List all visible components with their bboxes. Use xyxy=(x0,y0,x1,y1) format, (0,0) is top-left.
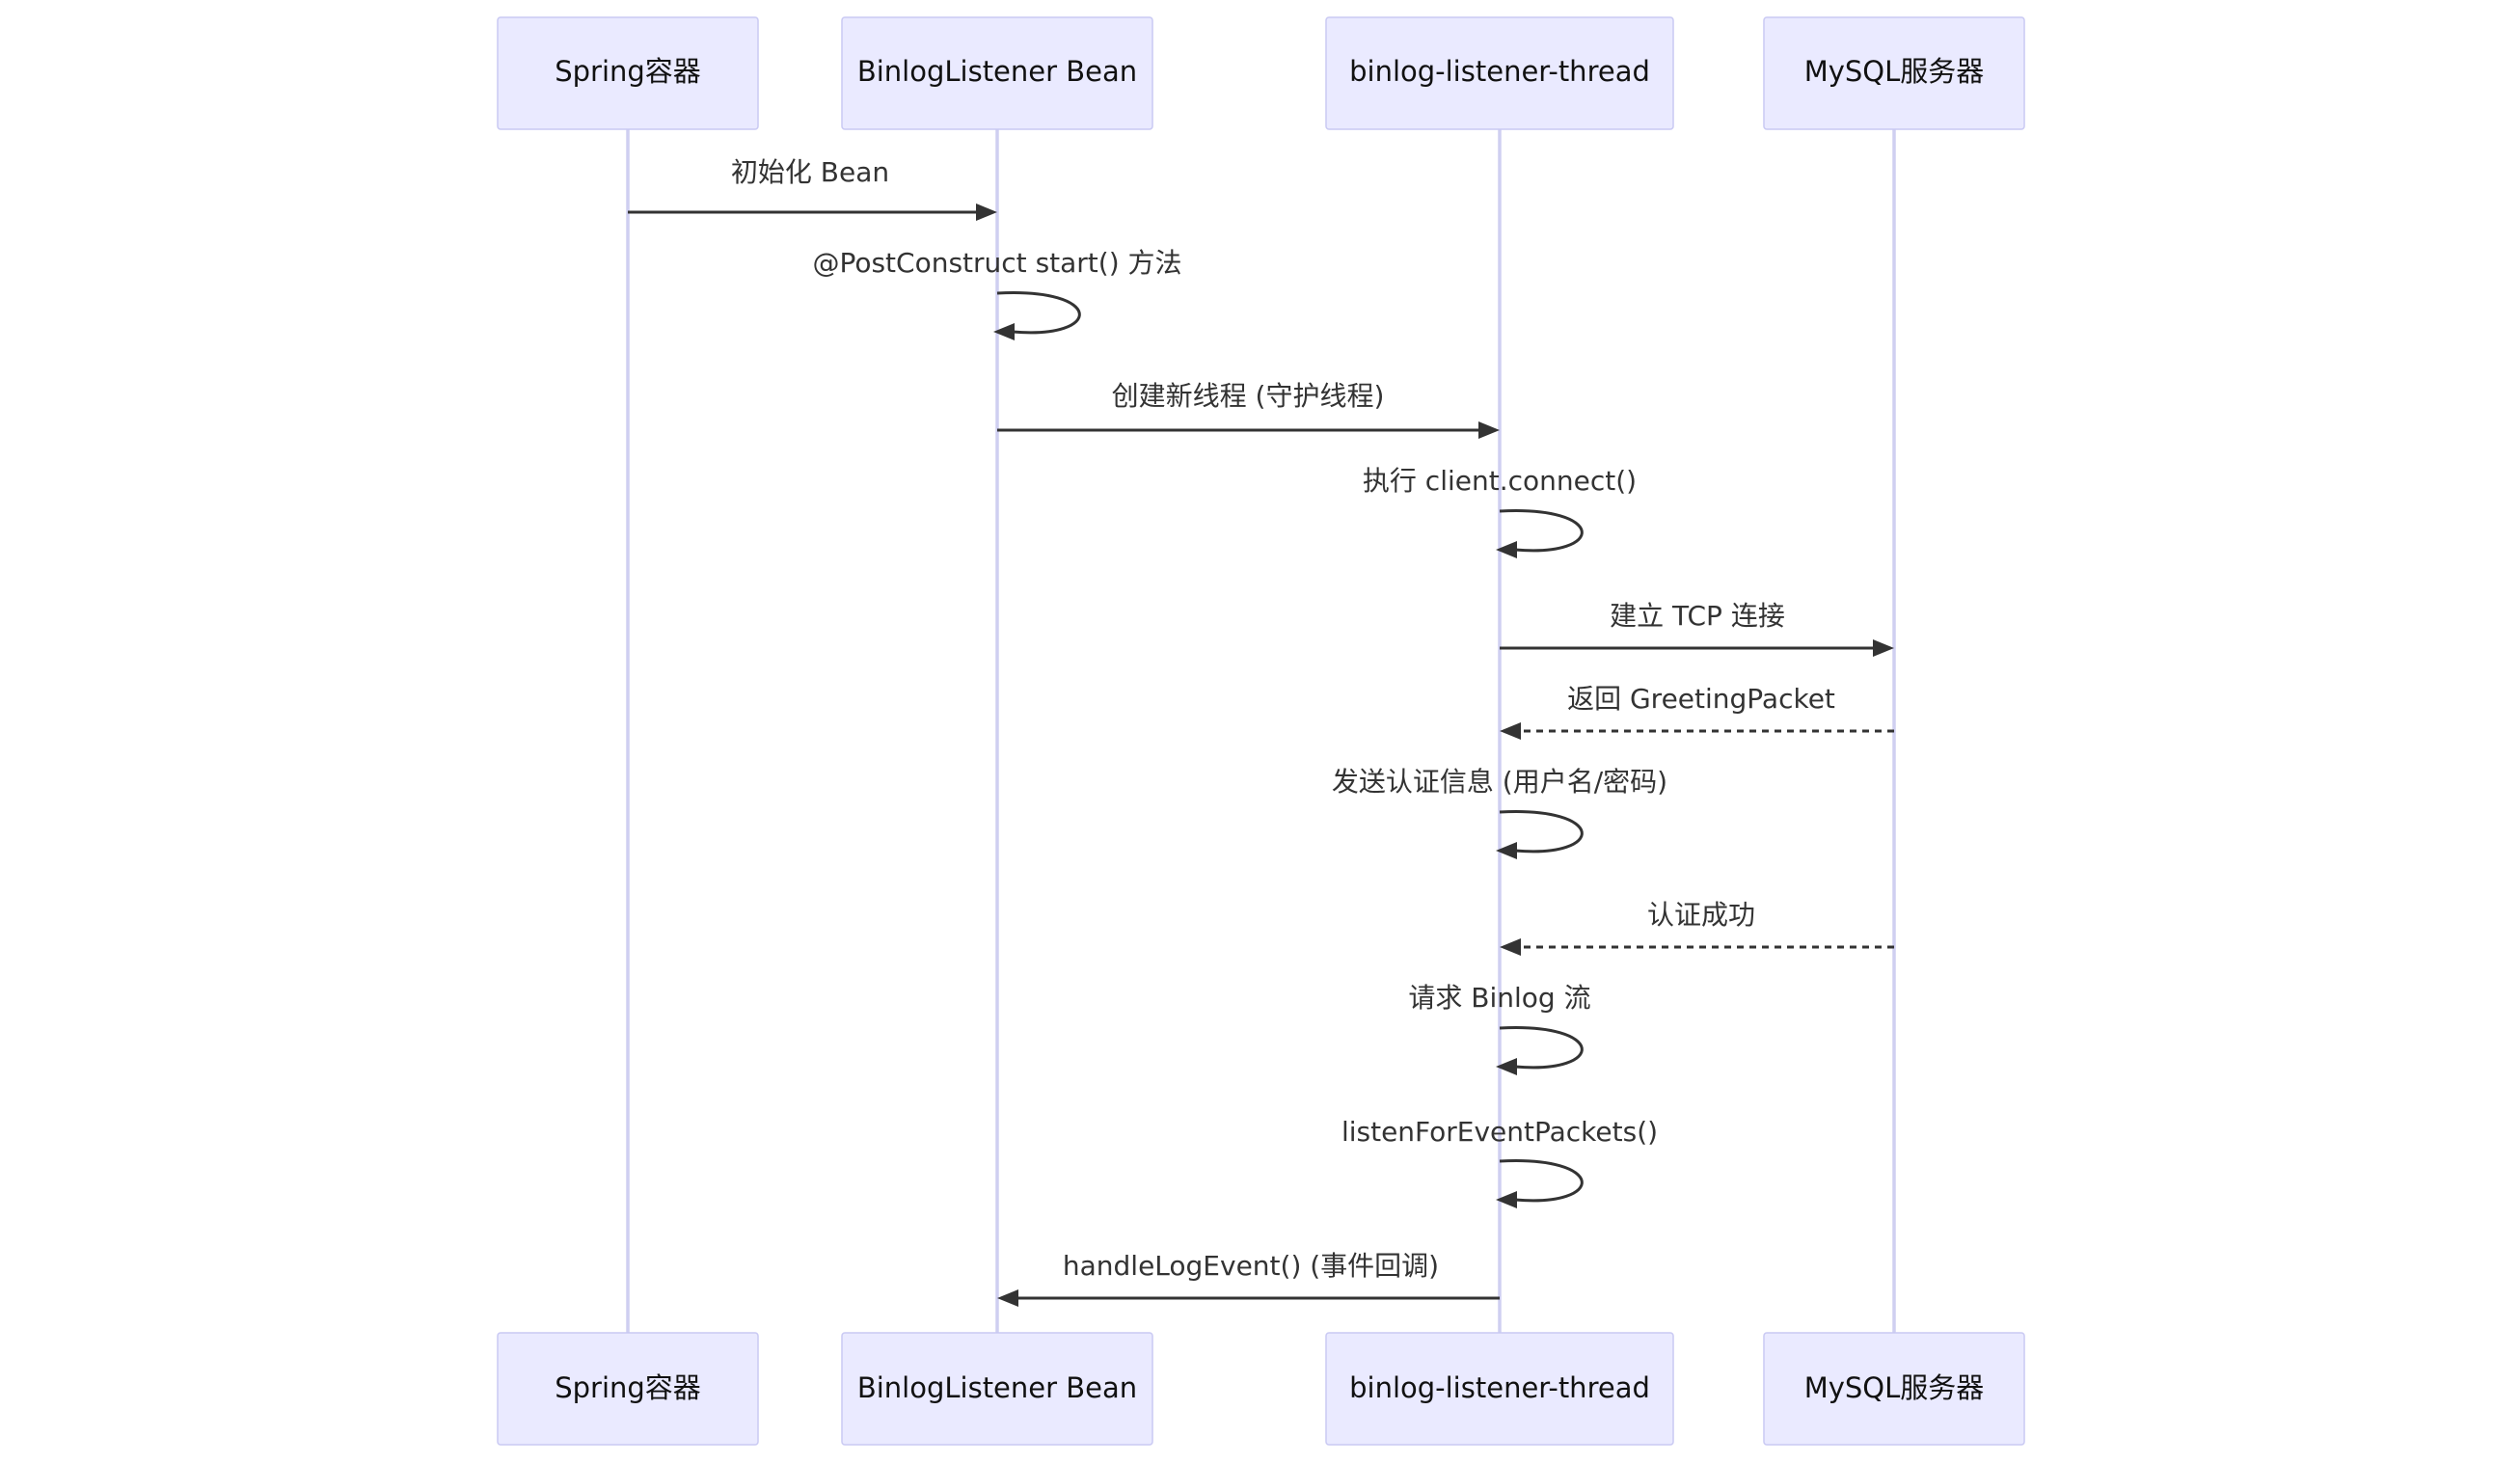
actor-label: Spring容器 xyxy=(555,1371,701,1404)
message-label: 执行 client.connect() xyxy=(1363,465,1637,497)
self-loop xyxy=(1499,810,1584,854)
message-postconstruct-start: @PostConstruct start() 方法 xyxy=(812,247,1182,340)
message-label: 建立 TCP 连接 xyxy=(1610,600,1785,632)
message-label: 返回 GreetingPacket xyxy=(1567,683,1835,715)
message-greeting-packet: 返回 GreetingPacket xyxy=(1500,683,1894,740)
self-loop xyxy=(1499,1159,1584,1203)
actor-label: binlog-listener-thread xyxy=(1349,55,1650,88)
arrow-head-left xyxy=(1496,1191,1517,1208)
message-handle-log-event: handleLogEvent() (事件回调) xyxy=(997,1250,1500,1307)
arrow-head-right xyxy=(1873,639,1894,657)
message-auth-success: 认证成功 xyxy=(1500,899,1894,956)
message-request-binlog: 请求 Binlog 流 xyxy=(1408,982,1591,1075)
arrow-head-left xyxy=(1500,938,1521,956)
actor-bean-bottom: BinlogListener Bean xyxy=(841,1332,1153,1446)
message-label: @PostConstruct start() 方法 xyxy=(812,247,1181,279)
self-loop xyxy=(1499,1026,1584,1070)
arrow-head-left xyxy=(1496,842,1517,859)
actor-label: MySQL服务器 xyxy=(1804,55,1985,88)
arrow-head-left xyxy=(997,1289,1018,1307)
actor-spring-top: Spring容器 xyxy=(497,16,759,130)
arrow-head-left xyxy=(1496,1058,1517,1075)
message-tcp-connect: 建立 TCP 连接 xyxy=(1500,600,1894,657)
actor-label: BinlogListener Bean xyxy=(857,55,1137,88)
message-label: listenForEventPackets() xyxy=(1341,1116,1658,1148)
arrow-head-left xyxy=(1496,541,1517,558)
message-label: 请求 Binlog 流 xyxy=(1408,982,1590,1014)
actor-thread-bottom: binlog-listener-thread xyxy=(1325,1332,1674,1446)
actor-spring-bottom: Spring容器 xyxy=(497,1332,759,1446)
arrow-head-right xyxy=(976,203,997,221)
actor-label: binlog-listener-thread xyxy=(1349,1371,1650,1404)
actors-top: Spring容器 BinlogListener Bean binlog-list… xyxy=(497,16,2025,130)
actor-label: MySQL服务器 xyxy=(1804,1371,1985,1404)
self-loop xyxy=(996,291,1081,335)
self-loop xyxy=(1499,509,1584,553)
actors-bottom: Spring容器 BinlogListener Bean binlog-list… xyxy=(497,1332,2025,1446)
message-init-bean: 初始化 Bean xyxy=(628,156,997,221)
message-create-thread: 创建新线程 (守护线程) xyxy=(997,380,1500,439)
message-label: 发送认证信息 (用户名/密码) xyxy=(1332,766,1667,798)
arrow-head-left xyxy=(1500,722,1521,740)
message-label: 初始化 Bean xyxy=(731,156,889,188)
actor-bean-top: BinlogListener Bean xyxy=(841,16,1153,130)
message-client-connect: 执行 client.connect() xyxy=(1363,465,1637,558)
actor-thread-top: binlog-listener-thread xyxy=(1325,16,1674,130)
messages: 初始化 Bean @PostConstruct start() 方法 创建新线程… xyxy=(628,156,1894,1307)
arrow-head-right xyxy=(1478,421,1500,439)
message-label: 认证成功 xyxy=(1647,899,1755,931)
actor-label: BinlogListener Bean xyxy=(857,1371,1137,1404)
arrow-head-left xyxy=(993,323,1015,340)
actor-mysql-bottom: MySQL服务器 xyxy=(1763,1332,2025,1446)
actor-label: Spring容器 xyxy=(555,55,701,88)
message-listen-event-packets: listenForEventPackets() xyxy=(1341,1116,1658,1208)
message-label: handleLogEvent() (事件回调) xyxy=(1063,1250,1439,1282)
message-label: 创建新线程 (守护线程) xyxy=(1112,380,1385,412)
actor-mysql-top: MySQL服务器 xyxy=(1763,16,2025,130)
message-send-auth: 发送认证信息 (用户名/密码) xyxy=(1332,766,1667,859)
